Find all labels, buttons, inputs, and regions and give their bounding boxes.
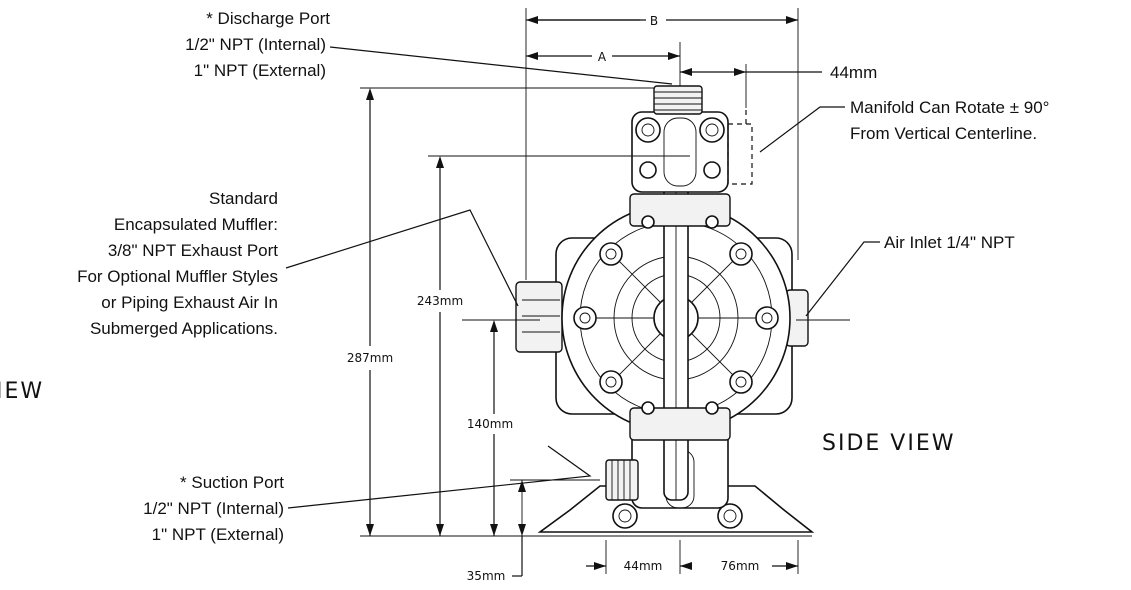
svg-text:1" NPT (External): 1" NPT (External) — [152, 525, 284, 544]
dim-243mm: 243mm — [417, 294, 463, 308]
svg-text:* Discharge Port: * Discharge Port — [206, 9, 330, 28]
svg-text:For Optional Muffler Styles: For Optional Muffler Styles — [77, 267, 278, 286]
dim-140mm: 140mm — [467, 417, 513, 431]
dim-76mm: 76mm — [721, 559, 760, 573]
dim-b: B — [650, 14, 658, 28]
svg-text:* Suction Port: * Suction Port — [180, 473, 284, 492]
dim-44mm-top: 44mm — [830, 63, 877, 82]
muffler — [515, 281, 563, 353]
dim-287mm: 287mm — [347, 351, 393, 365]
rotated-port-outline — [727, 123, 753, 185]
svg-text:Encapsulated Muffler:: Encapsulated Muffler: — [114, 215, 278, 234]
svg-text:Submerged Applications.: Submerged Applications. — [90, 319, 278, 338]
svg-text:From Vertical Centerline.: From Vertical Centerline. — [850, 124, 1037, 143]
svg-text:or Piping Exhaust Air In: or Piping Exhaust Air In — [101, 293, 278, 312]
suction-port — [605, 459, 639, 501]
discharge-port — [653, 85, 703, 115]
callout-manifold: Manifold Can Rotate ± 90° From Vertical … — [850, 98, 1049, 143]
callout-suction: * Suction Port 1/2" NPT (Internal) 1" NP… — [143, 473, 284, 544]
callout-muffler: Standard Encapsulated Muffler: 3/8" NPT … — [77, 189, 278, 338]
svg-text:1" NPT (External): 1" NPT (External) — [194, 61, 326, 80]
svg-text:Standard: Standard — [209, 189, 278, 208]
dim-35mm: 35mm — [467, 569, 506, 583]
svg-text:1/2" NPT (Internal): 1/2" NPT (Internal) — [143, 499, 284, 518]
pump-drawing — [515, 85, 815, 537]
dim-44mm-bottom: 44mm — [624, 559, 663, 573]
view-label-cut: IEW — [0, 379, 44, 404]
view-label-side: SIDE VIEW — [822, 431, 955, 456]
housing-bolts — [573, 242, 779, 394]
svg-text:3/8" NPT Exhaust Port: 3/8" NPT Exhaust Port — [108, 241, 278, 260]
svg-text:1/2" NPT (Internal): 1/2" NPT (Internal) — [185, 35, 326, 54]
callout-discharge: * Discharge Port 1/2" NPT (Internal) 1" … — [185, 9, 330, 80]
svg-text:Manifold Can Rotate ± 90°: Manifold Can Rotate ± 90° — [850, 98, 1049, 117]
dim-a: A — [598, 50, 607, 64]
callout-air-inlet: Air Inlet 1/4" NPT — [884, 233, 1015, 252]
dimension-lines — [285, 8, 880, 577]
